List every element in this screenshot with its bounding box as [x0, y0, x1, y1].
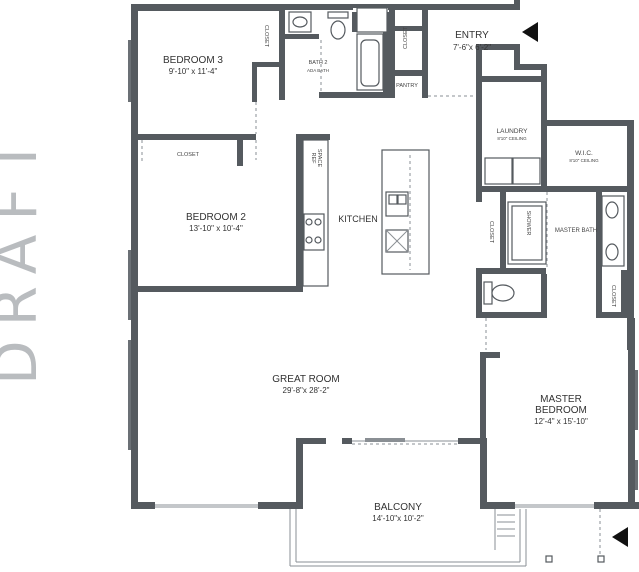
- bedroom3-dim: 9'-10" x 11'-4": [169, 67, 218, 76]
- master-bedroom-dim: 12'-4" x 15'-10": [534, 417, 588, 426]
- balcony-arrow-icon: [612, 527, 628, 547]
- master-bedroom-name2: BEDROOM: [535, 405, 587, 416]
- closet-bedroom3: CLOSET: [263, 25, 269, 48]
- entry-arrow-icon: [522, 22, 538, 42]
- entry-name: ENTRY: [455, 30, 489, 41]
- bedroom2-dim: 13'-10" x 10'-4": [189, 224, 243, 233]
- kitchen-fixtures: [302, 139, 430, 287]
- balcony-dim: 14'-10"x 10'-2": [372, 514, 424, 523]
- bedroom2-name: BEDROOM 2: [186, 212, 246, 223]
- interior-walls: [131, 4, 634, 438]
- door-openings: [141, 140, 487, 350]
- master-bath-name: MASTER BATH: [555, 228, 597, 234]
- laundry-fixtures: [484, 157, 541, 185]
- ref-space-line1: REF: [310, 153, 316, 165]
- bath2-fixtures: [288, 7, 388, 92]
- draft-watermark: DRAFT: [0, 125, 50, 385]
- exterior-walls: [128, 0, 639, 509]
- wic-note: 8'10" CEILING: [569, 158, 599, 163]
- bath2-note: ADA BATH: [307, 68, 329, 73]
- closet-entry: CLOSET: [403, 26, 409, 49]
- wic-name: W.I.C.: [575, 150, 593, 157]
- window-lines: [155, 438, 594, 508]
- master-bedroom-name: MASTER: [540, 394, 582, 405]
- bedroom3-name: BEDROOM 3: [163, 55, 223, 66]
- balcony-name: BALCONY: [374, 502, 422, 513]
- laundry-note: 8'10" CEILING: [497, 136, 527, 141]
- closet-master: CLOSET: [610, 285, 616, 308]
- closet-laundry: CLOSET: [488, 221, 494, 244]
- laundry-name: LAUNDRY: [497, 128, 529, 135]
- great-room-dim: 29'-8"x 28'-2": [283, 386, 330, 395]
- master-bath-fixtures: [483, 192, 625, 305]
- bath2-name: BATH 2: [309, 60, 328, 66]
- pantry-name: PANTRY: [396, 83, 418, 89]
- entry-dim: 7'-6"x 6'-2": [453, 43, 491, 52]
- shower-name: SHOWER: [525, 211, 531, 236]
- closet-bedroom2: CLOSET: [177, 152, 200, 158]
- great-room-name: GREAT ROOM: [272, 374, 339, 385]
- balcony-structure: [289, 509, 605, 567]
- ref-space-line2: SPACE: [316, 149, 322, 168]
- kitchen-name: KITCHEN: [338, 214, 378, 224]
